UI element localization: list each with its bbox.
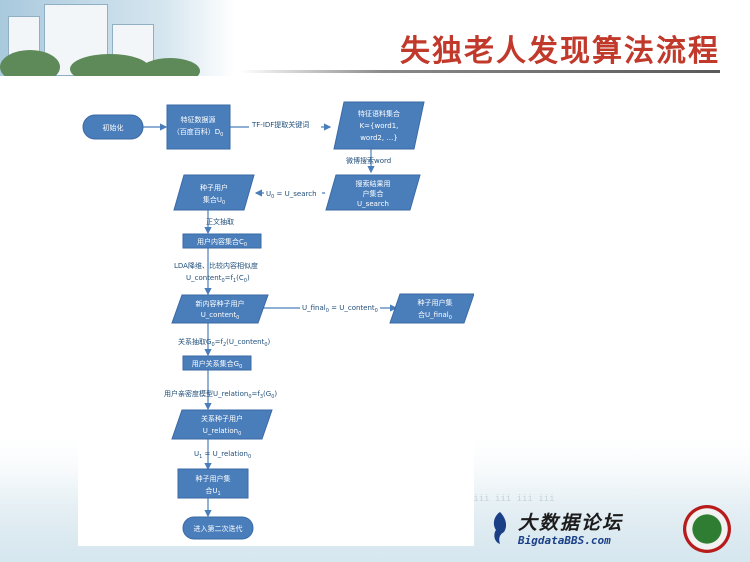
new-seed-label-2: U_content0 — [201, 311, 240, 321]
seed-label-1: 种子用户 — [200, 183, 228, 192]
faded-footer-text: iii iii iii iii iii iii — [430, 494, 555, 504]
flowchart-diagram: 初始化 特征数据源 （百度百科）D0 特征语料集合 K={word1, word… — [82, 101, 474, 540]
edge-label-final-eq: U_final0 = U_content0 — [302, 304, 378, 314]
forum-logo-url: BigdataBBS.com — [518, 534, 611, 547]
edge-label-u1: U1 = U_relation0 — [194, 450, 251, 460]
seed2-label-2: 合U1 — [205, 486, 220, 497]
end-label: 进入第二次迭代 — [194, 524, 243, 533]
keywords-label-2: K={word1, — [360, 122, 399, 130]
edge-label-extract: 正文抽取 — [206, 217, 234, 226]
seed-set-2-node — [177, 468, 249, 499]
relation-seed-label-1: 关系种子用户 — [201, 414, 243, 423]
tree-shape — [140, 58, 200, 76]
final-label-1: 种子用户集 — [418, 298, 453, 307]
edge-label-tfidf: TF-IDF提取关键词 — [251, 120, 309, 129]
keyword-set-node — [333, 101, 425, 150]
source-label-1: 特征数据源 — [181, 115, 216, 124]
relation-set-label: 用户关系集合G0 — [192, 359, 243, 370]
header-campus-photo — [0, 0, 235, 76]
edge-label-lda-2: U_content0=f1(C0) — [186, 274, 250, 284]
keywords-label-3: word2, …} — [360, 134, 398, 142]
relation-seed-label-2: U_relation0 — [203, 427, 242, 437]
end-node — [182, 516, 254, 540]
title-underline — [240, 70, 720, 73]
slide-title: 失独老人发现算法流程 — [400, 34, 720, 69]
relation-set-node — [182, 355, 252, 371]
forum-logo-chinese: 大数据论坛 — [518, 512, 624, 534]
new-seed-label-1: 新内容种子用户 — [196, 299, 245, 308]
edge-label-bg — [249, 119, 321, 129]
tree-shape — [70, 54, 150, 76]
edge-label-weibo: 微博搜索word — [346, 156, 391, 165]
edge-label-u0: U0 = U_search — [266, 190, 317, 200]
relation-seed-node — [171, 409, 273, 440]
final-label-2: 合U_final0 — [418, 310, 452, 321]
tree-shape — [0, 50, 60, 76]
forum-logo-icon — [493, 512, 507, 544]
new-content-seed-node — [171, 294, 269, 324]
data-source-node — [166, 104, 231, 150]
seed-label-2: 集合U0 — [203, 195, 225, 206]
edge-label-density: 用户亲密度模型U_relation0=f3(G0) — [164, 389, 277, 400]
seed2-label-1: 种子用户集 — [196, 474, 231, 483]
flowchart-panel: 初始化 特征数据源 （百度百科）D0 特征语料集合 K={word1, word… — [78, 90, 474, 546]
search-label-2: 户集合 — [363, 189, 384, 198]
seed-user-node — [173, 174, 255, 211]
edge-label-bg — [300, 302, 380, 312]
start-label: 初始化 — [103, 123, 124, 132]
university-emblem-icon — [683, 505, 731, 553]
edge-label-lda-1: LDA降维、比较内容相似度 — [174, 261, 258, 270]
content-set-label: 用户内容集合C0 — [197, 237, 247, 248]
search-label-3: U_search — [357, 200, 389, 208]
keywords-label-1: 特征语料集合 — [358, 109, 400, 118]
content-set-node — [182, 233, 262, 249]
search-result-node — [325, 174, 421, 211]
final-seed-node — [389, 293, 474, 324]
search-label-1: 搜索结果用 — [356, 179, 391, 188]
edge-label-bg — [264, 188, 322, 198]
start-node — [82, 114, 144, 140]
source-label-2: （百度百科）D0 — [173, 127, 224, 138]
edge-label-relation-extract: 关系抽取G0=f2(U_content0) — [178, 337, 271, 348]
